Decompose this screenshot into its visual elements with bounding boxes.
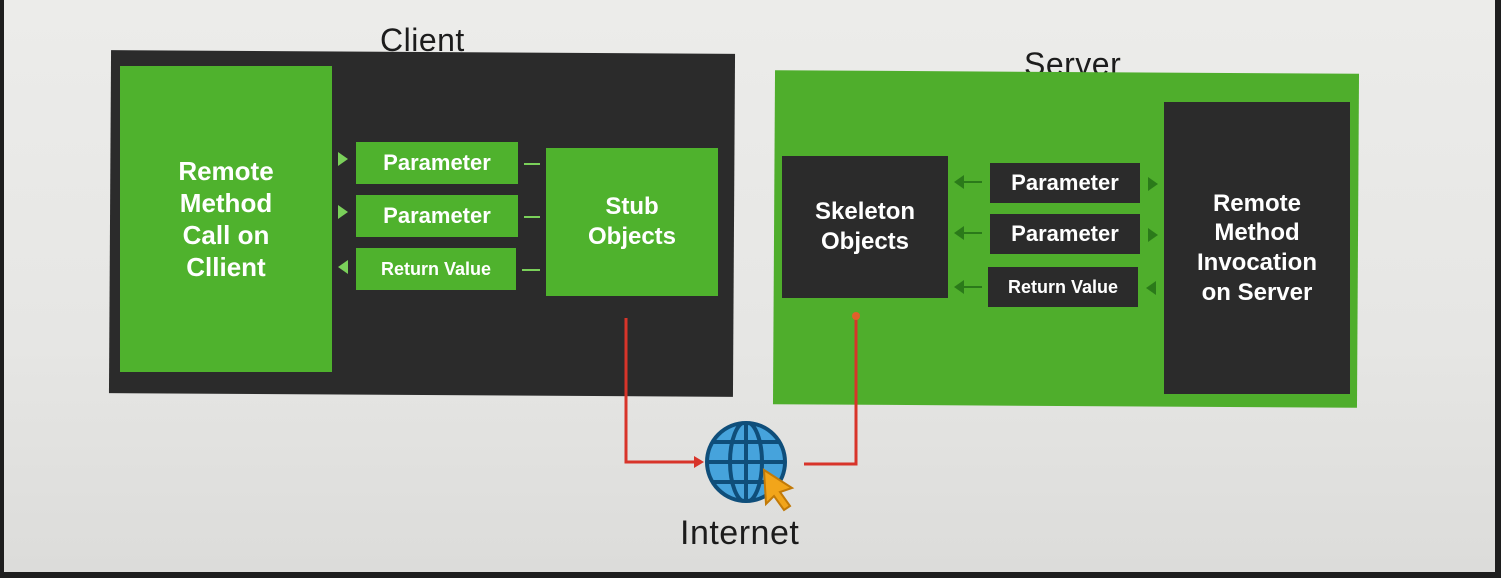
server-wire — [804, 318, 858, 466]
remote-call-box: Remote Method Call on Cllient — [120, 66, 332, 372]
arrow-right-icon — [1148, 228, 1158, 242]
wire-arrowhead — [694, 456, 704, 468]
remote-invocation-box: Remote Method Invocation on Server — [1164, 102, 1350, 394]
arrow-left-icon — [338, 260, 348, 274]
client-parameter-2: Parameter — [356, 195, 518, 237]
connector-line — [956, 286, 982, 288]
arrow-left-icon — [1146, 281, 1156, 295]
diagram-canvas: Client Remote Method Call on Cllient Par… — [4, 0, 1495, 572]
skeleton-objects-box: Skeleton Objects — [782, 156, 948, 298]
client-parameter-1: Parameter — [356, 142, 518, 184]
client-wire — [624, 318, 694, 464]
server-parameter-1: Parameter — [990, 163, 1140, 203]
arrow-left-icon — [954, 280, 964, 294]
internet-label: Internet — [680, 514, 800, 552]
arrow-right-icon — [338, 205, 348, 219]
connector-line — [524, 163, 540, 165]
connector-line — [522, 269, 540, 271]
stub-objects-box: Stub Objects — [546, 148, 718, 296]
connector-line — [956, 232, 982, 234]
arrow-right-icon — [1148, 177, 1158, 191]
cursor-icon — [762, 468, 795, 512]
arrow-left-icon — [954, 226, 964, 240]
globe-icon — [705, 421, 795, 512]
connector-line — [956, 181, 982, 183]
arrow-right-icon — [338, 152, 348, 166]
network-wires — [624, 312, 860, 468]
client-return-value: Return Value — [356, 248, 516, 290]
connector-line — [524, 216, 540, 218]
server-return-value: Return Value — [988, 267, 1138, 307]
server-parameter-2: Parameter — [990, 214, 1140, 254]
wire-endpoint — [852, 312, 860, 320]
arrow-left-icon — [954, 175, 964, 189]
